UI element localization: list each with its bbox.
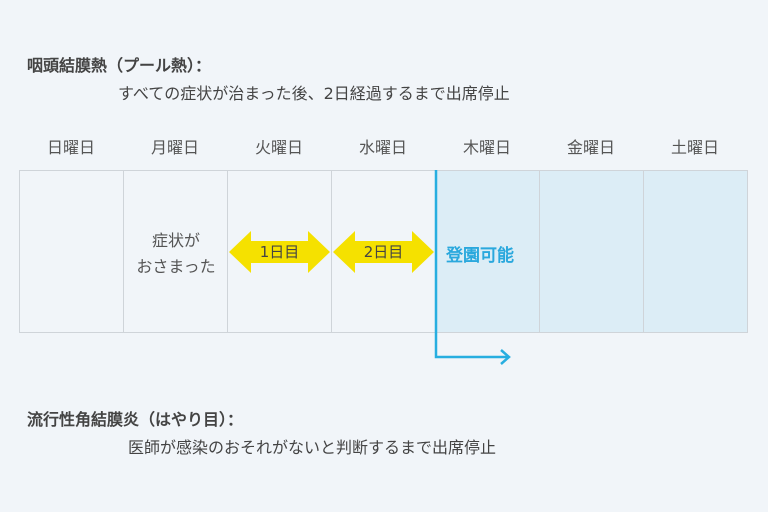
symptoms-line1: 症状が (151, 231, 200, 250)
day-header-thu: 木曜日 (462, 138, 511, 157)
return-arrow-icon (434, 170, 511, 365)
day-header-tue: 火曜日 (254, 138, 303, 157)
cell-sat (644, 171, 747, 332)
section-title: 咽頭結膜熱（プール熱）： (27, 56, 212, 75)
cell-thu (436, 171, 540, 332)
day2-arrow: 2日目 (333, 231, 434, 273)
day-header-sat: 土曜日 (670, 138, 719, 157)
day1-arrow: 1日目 (229, 231, 330, 273)
day-header-mon: 月曜日 (150, 138, 199, 157)
cell-sun (20, 171, 124, 332)
day-header-fri: 金曜日 (566, 138, 615, 157)
cell-mon: 症状が おさまった (124, 171, 228, 332)
day-header-sun: 日曜日 (46, 138, 95, 157)
section-description: 医師が感染のおそれがないと判断するまで出席停止 (128, 438, 497, 457)
double-arrow-icon (333, 231, 434, 273)
attendance-ok-label: 登園可能 (446, 246, 514, 266)
symptoms-line2: おさまった (136, 257, 216, 276)
section-description: すべての症状が治まった後、2日経過するまで出席停止 (118, 84, 510, 103)
section-title: 流行性角結膜炎（はやり目）： (27, 410, 244, 429)
day2-label: 2日目 (363, 243, 404, 261)
cell-fri (540, 171, 644, 332)
cell-tue (228, 171, 332, 332)
day-header-wed: 水曜日 (358, 138, 407, 157)
double-arrow-icon (229, 231, 330, 273)
day1-label: 1日目 (259, 243, 300, 261)
